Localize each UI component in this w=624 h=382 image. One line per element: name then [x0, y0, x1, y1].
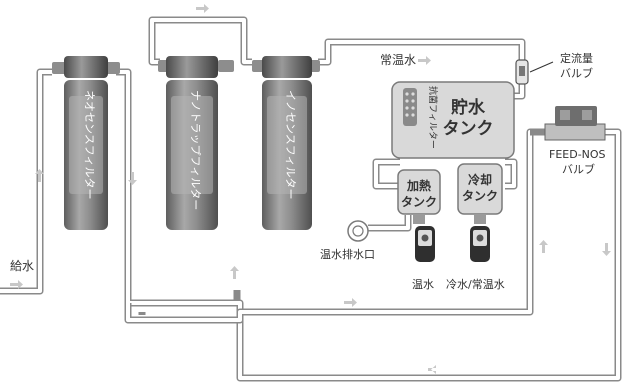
flow-arrows: [10, 4, 611, 374]
cold-tank: 冷却 タンク: [457, 163, 503, 215]
filter-innosense: イノセンスフィルター: [252, 56, 320, 230]
filter-label: イノセンスフィルター: [284, 90, 297, 200]
arrow-right: [344, 298, 357, 307]
flow-rate-valve-icon: [515, 59, 554, 85]
filter-label: ナノトラップフィルター: [189, 90, 202, 210]
hot-water-label: 温水: [412, 278, 434, 291]
arrow-down: [128, 172, 137, 185]
arrow-down: [602, 243, 611, 256]
arrow-right: [418, 56, 431, 65]
hot-tank: 加熱 タンク: [397, 169, 441, 215]
cold-water-faucet-icon: [470, 214, 490, 262]
feed-nos-valve-icon: [544, 106, 606, 141]
pipe-network: [0, 16, 622, 382]
arrow-right: [196, 4, 209, 13]
flow-valve-label-line2: バルブ: [560, 66, 593, 80]
feed-nos-label-line1: FEED-NOS: [549, 148, 606, 161]
arrow-up: [539, 240, 548, 253]
antibacterial-filter-label: 抗菌フィルター: [427, 86, 439, 149]
cold-room-water-label: 冷水/常温水: [446, 278, 505, 291]
tank-title-line1: 貯水: [451, 97, 486, 118]
filter-label: ネオセンスフィルター: [83, 90, 96, 200]
hot-water-faucet-icon: [413, 214, 435, 262]
room-temp-water-label: 常温水: [380, 53, 416, 67]
filter-neosense: ネオセンスフィルター: [52, 56, 120, 230]
cold-tank-line1: 冷却: [468, 172, 492, 187]
cold-tank-line2: タンク: [462, 189, 498, 203]
hot-tank-line2: タンク: [401, 195, 437, 209]
arrow-right: [10, 280, 23, 289]
water-supply-label: 給水: [10, 259, 34, 273]
arrow-left: [428, 365, 436, 374]
drain-outlet-icon: [347, 220, 369, 242]
flow-valve-label-line1: 定流量: [560, 51, 593, 65]
arrow-up: [230, 266, 239, 279]
filter-nanotrap: ナノトラップフィルター: [158, 56, 234, 230]
storage-tank: 抗菌フィルター 貯水 タンク: [391, 81, 515, 159]
hot-tank-line1: 加熱: [406, 178, 431, 193]
feed-nos-label-line2: バルブ: [562, 162, 595, 176]
arrow-up: [35, 169, 44, 182]
hot-drain-label: 温水排水口: [320, 247, 375, 261]
tank-title-line2: タンク: [443, 119, 494, 139]
